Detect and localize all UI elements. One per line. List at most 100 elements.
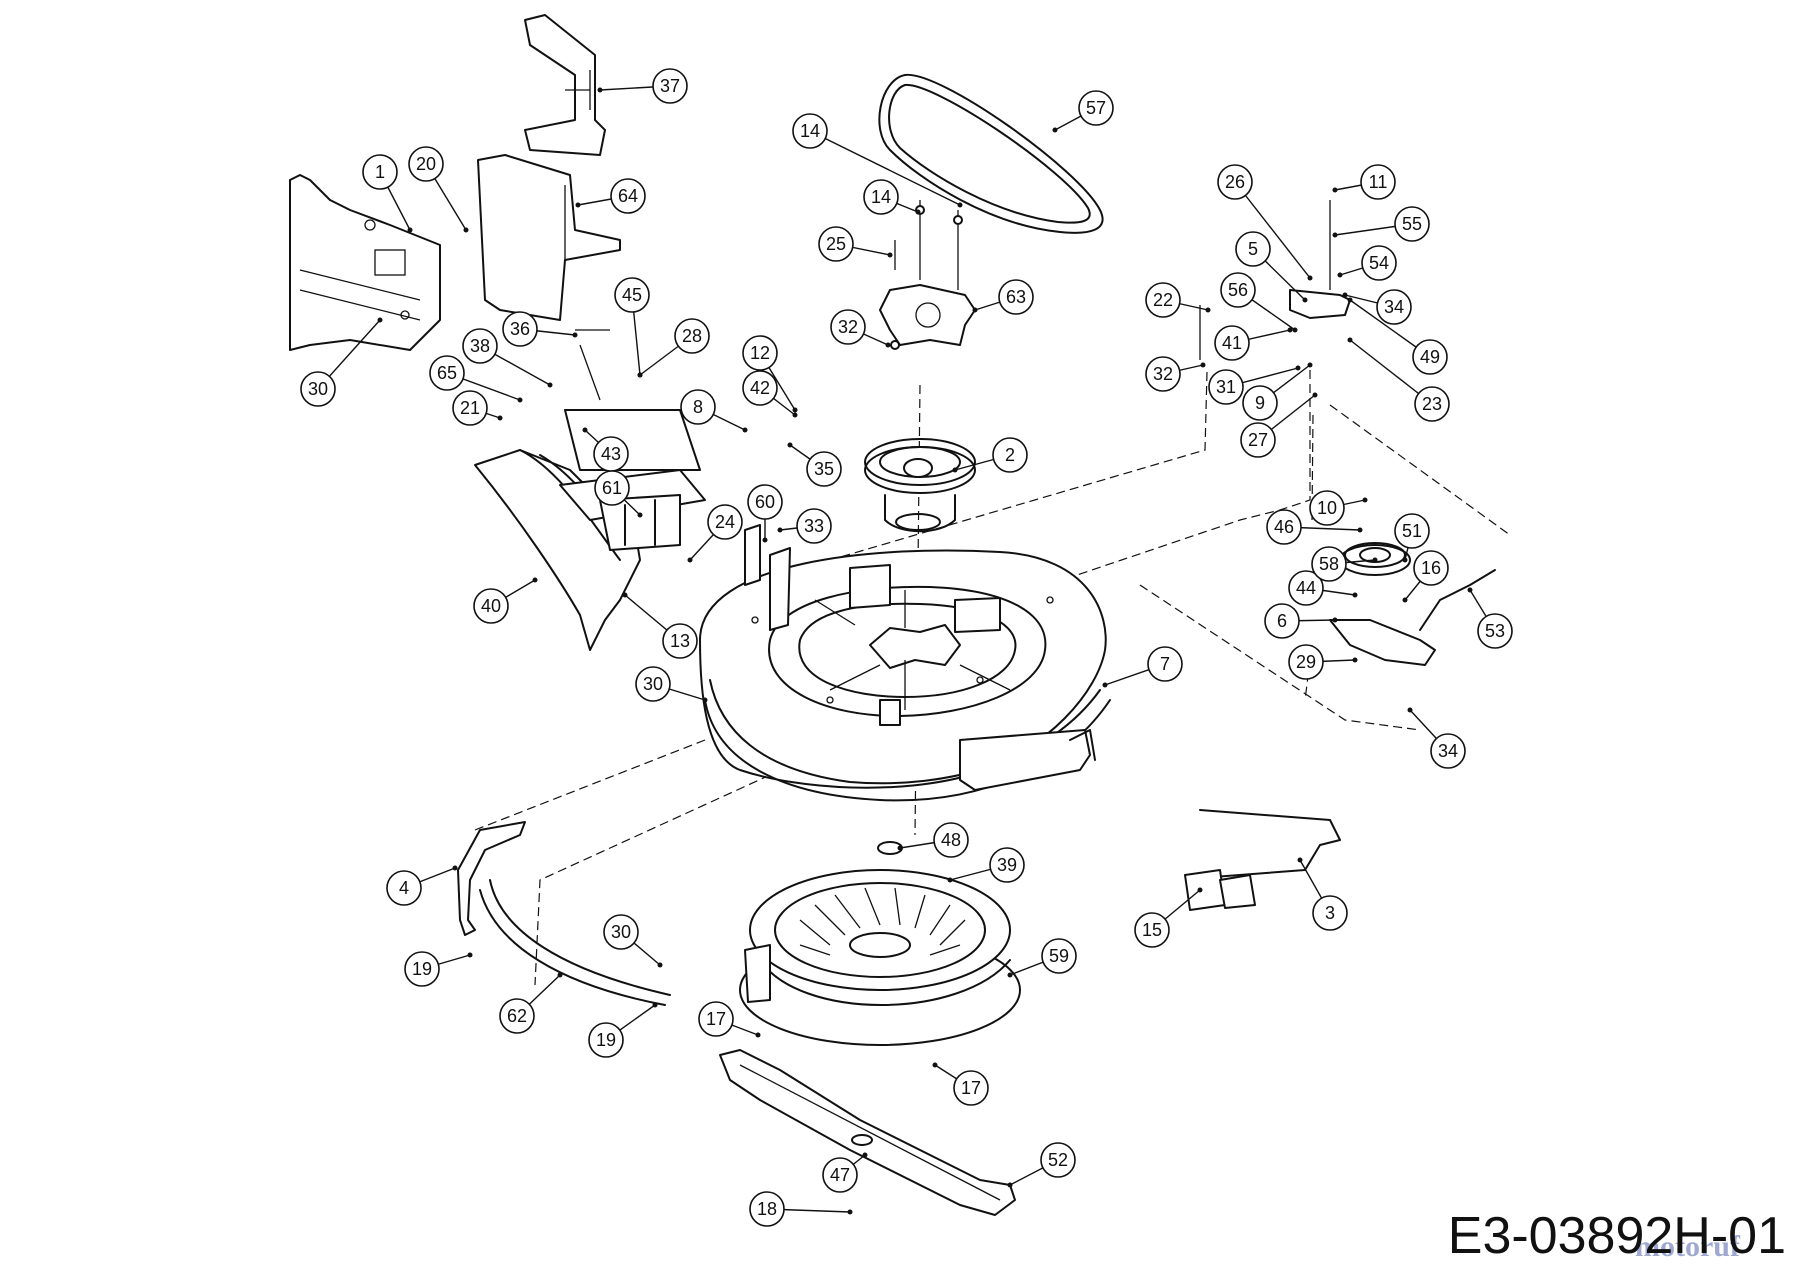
callout-number: 37 [660, 76, 680, 96]
callout-circle [462, 328, 498, 364]
callout-circle [408, 146, 444, 182]
callout-number: 27 [1248, 430, 1268, 450]
leader-tip-9 [1307, 362, 1313, 368]
callout-2: 2 [992, 437, 1028, 473]
callout-7: 7 [1147, 646, 1183, 682]
leader-tip-22 [1205, 307, 1211, 313]
leader-tip-7 [1102, 682, 1108, 688]
callout-circle [822, 1157, 858, 1193]
callout-number: 20 [416, 154, 436, 174]
callout-circle [1477, 613, 1513, 649]
callout-circle [588, 1022, 624, 1058]
callout-number: 18 [757, 1199, 777, 1219]
callout-number: 14 [800, 121, 820, 141]
callout-circle [1414, 386, 1450, 422]
callout-number: 58 [1319, 554, 1339, 574]
callout-number: 32 [1153, 364, 1173, 384]
callout-number: 24 [715, 512, 735, 532]
callout-circle [1430, 733, 1466, 769]
leader-tip-41 [1287, 327, 1293, 333]
callout-number: 49 [1420, 347, 1440, 367]
callout-60: 60 [747, 484, 783, 520]
callout-number: 1 [375, 162, 385, 182]
callout-number: 40 [481, 596, 501, 616]
callout-circle [792, 113, 828, 149]
callout-number: 26 [1225, 172, 1245, 192]
leader-tip-17 [755, 1032, 761, 1038]
callout-25: 25 [818, 226, 854, 262]
callout-circle [992, 437, 1028, 473]
callout-number: 61 [602, 478, 622, 498]
leader-tip-37 [597, 87, 603, 93]
leader-tip-35 [787, 442, 793, 448]
callout-circle [1040, 1142, 1076, 1178]
callout-circle [806, 451, 842, 487]
leader-tip-57 [1052, 127, 1058, 133]
leader-tip-62 [557, 972, 563, 978]
fan-impeller [739, 841, 1021, 1046]
leader-tip-34 [1342, 292, 1348, 298]
callout-number: 8 [693, 397, 703, 417]
callout-44: 44 [1288, 570, 1324, 606]
callout-circle [499, 998, 535, 1034]
callout-number: 7 [1160, 654, 1170, 674]
callout-33: 33 [796, 508, 832, 544]
callout-number: 5 [1248, 239, 1258, 259]
callout-number: 59 [1049, 946, 1069, 966]
callout-circle [1361, 245, 1397, 281]
callout-number: 21 [460, 398, 480, 418]
leader-tip-56 [1292, 327, 1298, 333]
callout-circle [1312, 895, 1348, 931]
callout-number: 63 [1006, 287, 1026, 307]
control-rod [1184, 809, 1341, 911]
callout-58: 58 [1311, 546, 1347, 582]
callout-number: 14 [871, 187, 891, 207]
callout-circle [1147, 646, 1183, 682]
callout-circle [1288, 570, 1324, 606]
callout-circle [614, 277, 650, 313]
callout-number: 43 [601, 444, 621, 464]
callout-number: 30 [643, 674, 663, 694]
callout-number: 30 [308, 379, 328, 399]
leader-tip-19 [467, 952, 473, 958]
callout-53: 53 [1477, 613, 1513, 649]
leader-tip-59 [1007, 972, 1013, 978]
callout-circle [1264, 603, 1300, 639]
callout-circle [680, 389, 716, 425]
callout-number: 57 [1086, 98, 1106, 118]
leader-tip-43 [582, 427, 588, 433]
leader-tip-30 [702, 697, 708, 703]
leader-tip-53 [1467, 587, 1473, 593]
callout-circle [796, 508, 832, 544]
callout-31: 31 [1208, 369, 1244, 405]
leader-tip-25 [887, 252, 893, 258]
leader-tip-2 [952, 467, 958, 473]
callout-circle [1145, 356, 1181, 392]
mounting-plate [879, 200, 976, 350]
callout-number: 13 [670, 631, 690, 651]
callout-number: 45 [622, 285, 642, 305]
callout-circle [933, 822, 969, 858]
callout-number: 3 [1325, 903, 1335, 923]
leader-tip-32 [1200, 362, 1206, 368]
leader-tip-29 [1352, 657, 1358, 663]
callout-circle [300, 371, 336, 407]
callout-circle [1288, 644, 1324, 680]
callout-circle [830, 309, 866, 345]
callout-circle [1240, 422, 1276, 458]
callout-23: 23 [1414, 386, 1450, 422]
callout-18: 18 [749, 1191, 785, 1227]
callout-number: 19 [412, 959, 432, 979]
callout-circle [452, 390, 488, 426]
leader-tip-33 [777, 527, 783, 533]
callout-number: 9 [1255, 393, 1265, 413]
leader-tip-63 [972, 307, 978, 313]
callout-30: 30 [635, 666, 671, 702]
callout-number: 23 [1422, 394, 1442, 414]
leader-tip-48 [897, 845, 903, 851]
callout-number: 53 [1485, 621, 1505, 641]
cutting-blade [719, 1049, 1016, 1216]
callout-circle [707, 504, 743, 540]
callout-64: 64 [610, 178, 646, 214]
pulley [864, 438, 976, 533]
